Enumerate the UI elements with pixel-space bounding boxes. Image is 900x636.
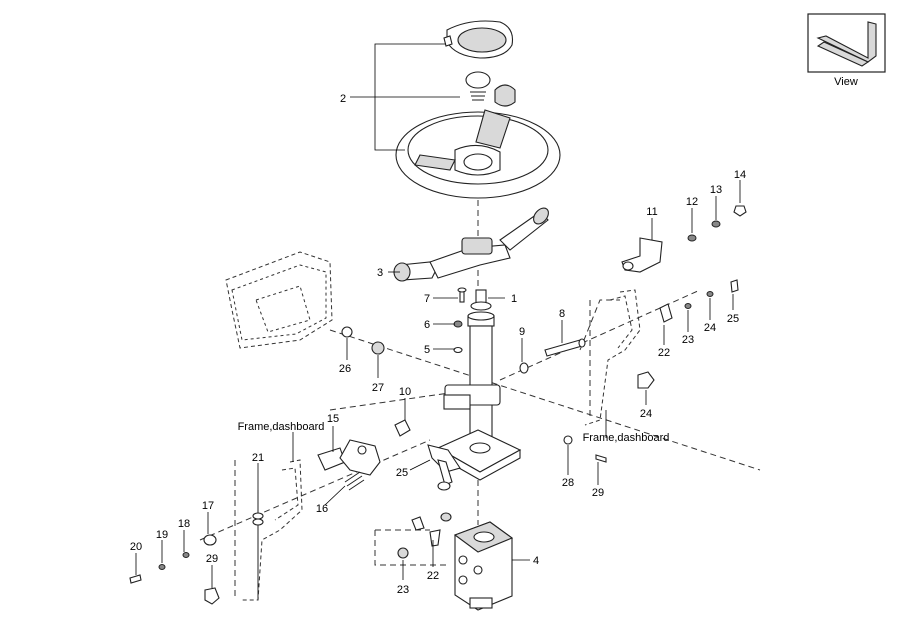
washer-12 [687,234,697,242]
callout-9: 9 [519,326,525,338]
washer-23-right [684,303,692,309]
callout-6: 6 [424,319,430,331]
frame-dashboard-left-label: Frame,dashboard [238,421,325,433]
steering-unit [453,521,514,611]
callout-13: 13 [710,184,722,196]
grommet-27 [371,341,385,355]
view-label: View [834,76,858,88]
steering-cap [443,20,514,59]
nut-26 [341,326,353,338]
callout-28: 28 [562,477,574,489]
dashboard-cover [225,251,333,349]
steering-column [436,287,522,481]
combination-switch [393,207,549,282]
callout-27: 27 [372,382,384,394]
knob-spring [465,71,516,107]
callout-11: 11 [646,206,657,218]
washer-top-unit [440,512,452,522]
callout-16: 16 [316,503,328,515]
callout-5: 5 [424,344,430,356]
washer-13 [711,220,721,228]
washer-9 [519,362,529,374]
washer-28 [563,435,573,445]
lock-assembly [317,439,381,491]
callout-2: 2 [340,93,346,105]
callout-26: 26 [339,363,351,375]
tilt-lever [427,444,461,491]
callout-24-lower: 24 [640,408,652,420]
callout-8: 8 [559,308,565,320]
nut-14 [733,205,747,217]
rod-21 [252,490,264,600]
pin-22-bottom [411,516,425,531]
callout-23-bottom: 23 [397,584,409,596]
callout-18: 18 [178,518,190,530]
nut-29-left [204,587,220,605]
callout-12: 12 [686,196,698,208]
bolt-29 [595,454,607,463]
callouts: 1 2 3 4 5 6 7 8 9 10 11 12 13 14 15 16 1… [130,93,746,596]
callout-22-right: 22 [658,347,670,359]
stud-22-right [659,303,673,323]
callout-1: 1 [511,293,517,305]
callout-22-bottom: 22 [427,570,439,582]
callout-24-right: 24 [704,322,716,334]
callout-4: 4 [533,555,539,567]
washer-18 [182,552,190,558]
callout-23-right: 23 [682,334,694,346]
nut-24-lower [637,371,655,389]
bushing-17 [203,534,217,546]
bracket-11 [621,237,663,273]
washer-24-right [706,291,714,297]
washer-19 [158,564,166,570]
callout-29-right: 29 [592,487,604,499]
callout-14: 14 [734,169,746,181]
callout-3: 3 [377,267,383,279]
callout-19: 19 [156,529,168,541]
callout-29-left: 29 [206,553,218,565]
bolt-25-right [730,279,739,293]
leader-lines [135,180,741,588]
bumper-10 [394,419,411,437]
pin-8 [544,338,586,357]
view-inset: View [807,13,886,88]
callout-21: 21 [252,452,264,464]
frame-dashboard-right-label: Frame,dashboard [583,432,670,444]
frame-right [584,289,641,426]
washer-23-bottom [397,547,409,559]
stud-22-bottom [429,529,441,547]
callout-20: 20 [130,541,142,553]
bolt-20 [129,574,142,584]
callout-10: 10 [399,386,411,398]
frame-left [240,459,303,601]
callout-15: 15 [327,413,339,425]
callout-25-lever: 25 [396,467,408,479]
callout-7: 7 [424,293,430,305]
steering-wheel [395,109,561,199]
callout-17: 17 [202,500,214,512]
callout-25-right: 25 [727,313,739,325]
